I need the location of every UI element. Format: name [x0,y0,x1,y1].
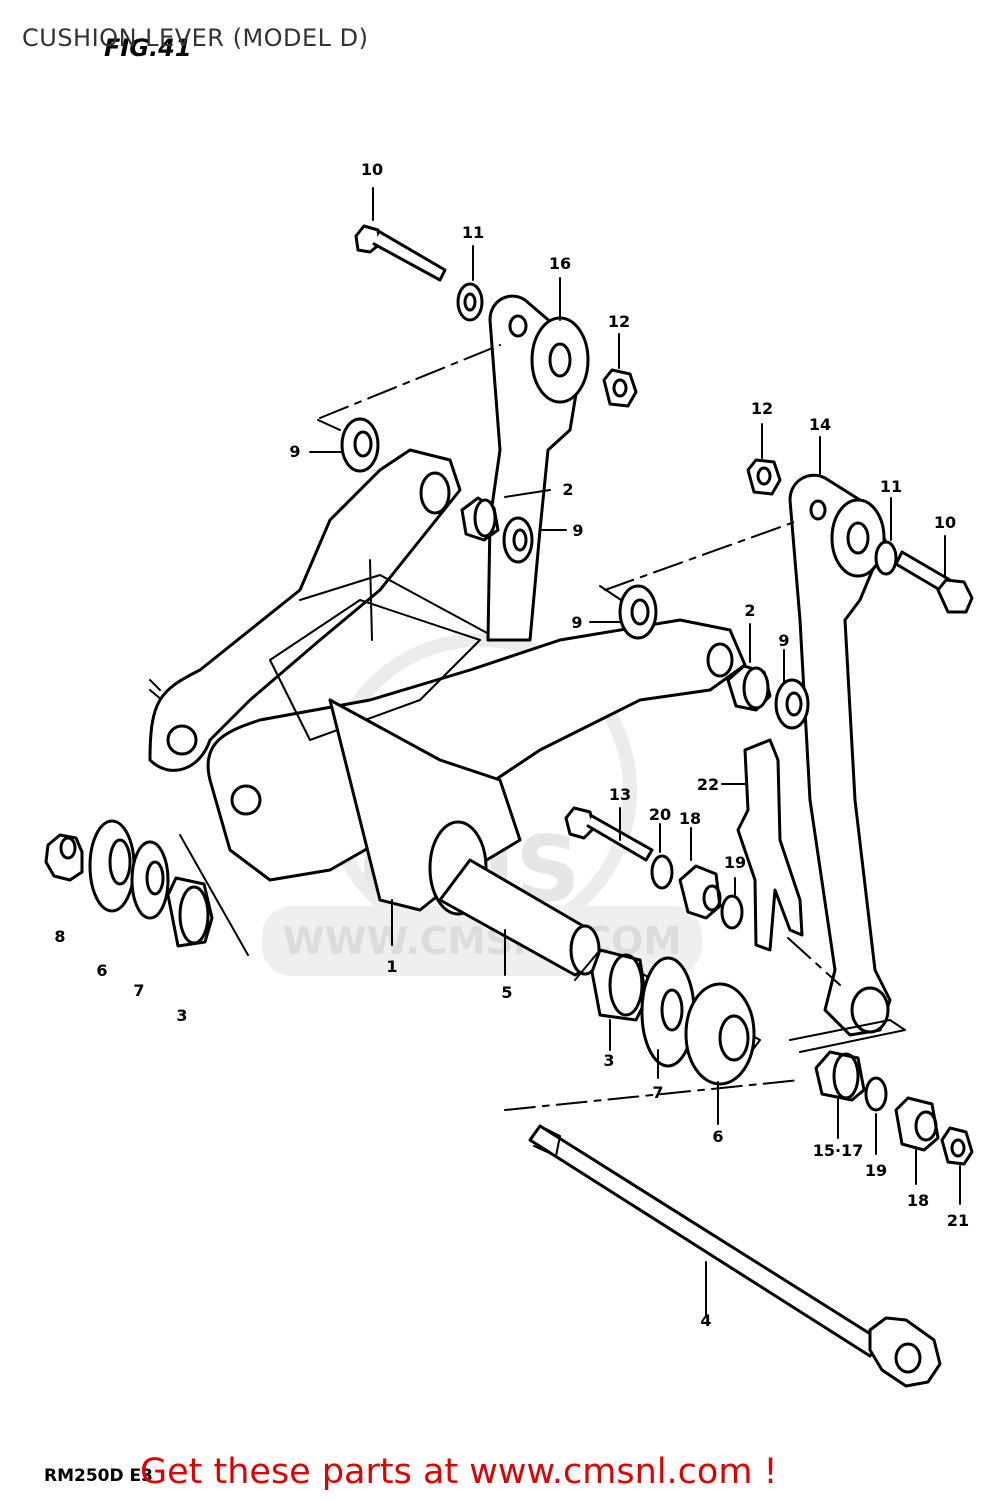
left-lower-dust-seal-part [502,516,534,564]
callout-9: 11 [880,477,902,496]
axle-bolt-part [528,1124,942,1388]
collar-part [428,820,602,977]
callout-11: 9 [571,613,582,632]
callout-26: 7 [652,1083,663,1102]
callout-30: 18 [907,1191,929,1210]
lower-nut-part [940,1126,974,1166]
right-nut-part [746,458,782,496]
promo-link[interactable]: Get these parts at www.cmsnl.com ! [140,1452,778,1492]
callout-31: 21 [947,1211,969,1230]
callout-22: 3 [176,1006,187,1025]
callout-29: 19 [865,1161,887,1180]
right-cap-part [678,864,722,920]
washer-part [88,819,136,913]
callout-32: 4 [700,1311,711,1330]
callout-14: 22 [697,775,719,794]
callout-labels: 10 11 16 12 9 2 9 12 14 11 10 9 2 9 22 13 20 18 19 8 6 7 3 1 5 3 7… [54,160,969,1330]
right-washer-large-part [684,982,756,1086]
callout-0: 10 [361,160,383,179]
right-oring-part [720,894,744,930]
bracket-part [736,738,804,952]
left-nut-part [602,368,638,408]
lower-oring-part [864,1076,888,1112]
left-washer-part [456,282,484,322]
callout-15: 13 [609,785,631,804]
right-bush-part [726,664,772,712]
left-bush-part [460,496,500,542]
spacer-part [650,854,674,890]
callout-1: 11 [462,223,484,242]
flange-nut-part [44,833,84,882]
callout-18: 19 [724,853,746,872]
callout-16: 20 [649,805,671,824]
callout-6: 9 [572,521,583,540]
left-bolt-part [354,224,447,282]
callout-28: 15·17 [813,1141,864,1160]
callout-5: 2 [562,480,573,499]
callout-7: 12 [751,399,773,418]
callout-23: 1 [386,957,397,976]
needle-bearing-part [166,876,214,948]
lower-cap-part [894,1096,940,1152]
callout-24: 5 [501,983,512,1002]
callout-8: 14 [809,415,831,434]
right-link-rod-part [788,473,892,1037]
callout-12: 2 [744,601,755,620]
callout-3: 12 [608,312,630,331]
callout-20: 6 [96,961,107,980]
left-upper-dust-seal-part [340,417,380,473]
lower-collar-part [814,1050,866,1102]
right-upper-dust-seal-part [618,584,658,640]
cushion-lever-part [148,448,747,912]
model-code: RM250D E3 [44,1466,153,1486]
figure-number: FIG.41 [104,34,192,62]
right-needle-bearing-part [590,948,648,1022]
left-link-rod-part [486,294,590,642]
callout-2: 16 [549,254,571,273]
callout-17: 18 [679,809,701,828]
right-lower-dust-seal-part [774,678,810,730]
thrust-washer-part [130,840,170,920]
right-washer-part [874,540,898,576]
callout-10: 10 [934,513,956,532]
callout-25: 3 [603,1051,614,1070]
callout-21: 7 [133,981,144,1000]
callout-13: 9 [778,631,789,650]
right-bolt-part [894,550,974,614]
callout-27: 6 [712,1127,723,1146]
callout-19: 8 [54,927,65,946]
page-title: CUSHION LEVER (MODEL D) [22,24,369,52]
callout-4: 9 [289,442,300,461]
